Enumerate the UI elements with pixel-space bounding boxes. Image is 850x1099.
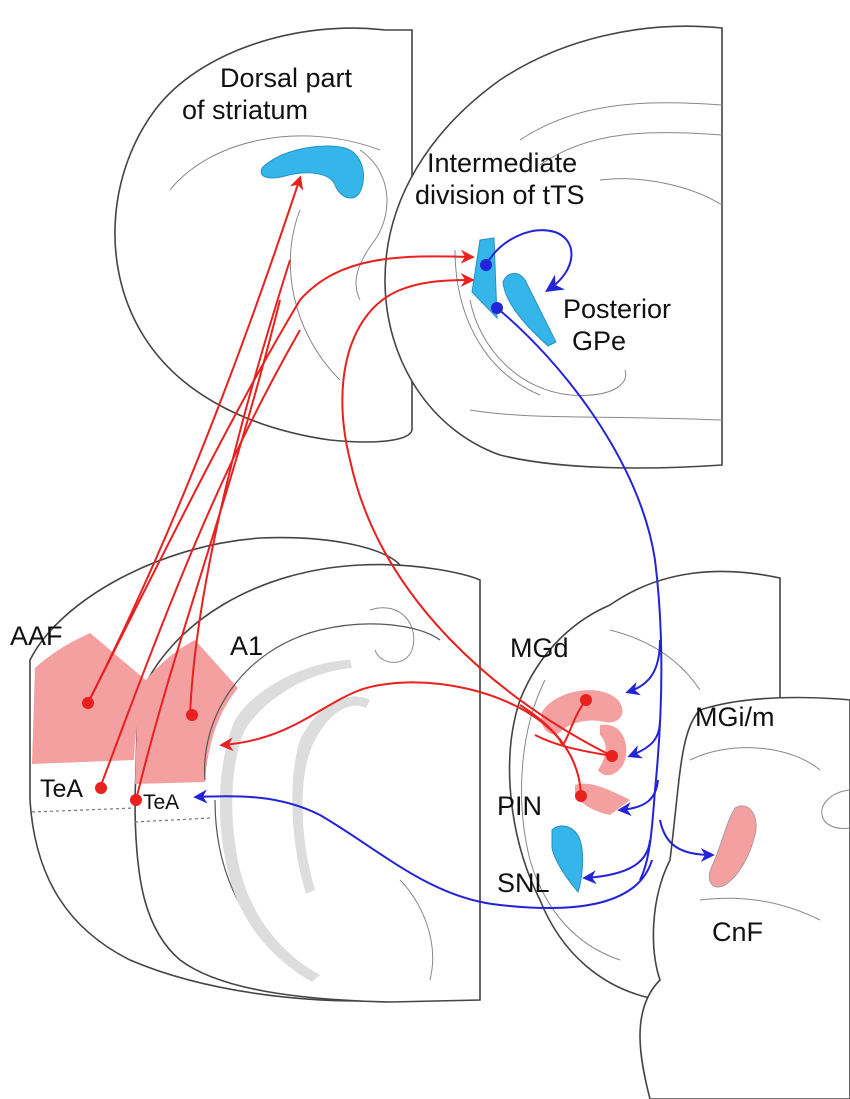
blue-path-gpe-main [496, 307, 663, 881]
a1-region [135, 640, 238, 784]
label-dorsal-striatum-2: of striatum [182, 95, 308, 125]
red-path-tea-left-to-tts [99, 329, 301, 789]
section-cortex-front-outline [134, 563, 481, 1003]
blue-path-to-tea [193, 789, 653, 909]
red-path-aaf-to-tts [87, 249, 475, 704]
red-dot-aaf [82, 697, 94, 709]
section-striatum-outline [114, 27, 413, 443]
hippocampus-fiber-2 [292, 696, 370, 894]
section-tts-ventral-line [469, 409, 723, 421]
brainstem-inner-line [689, 747, 821, 771]
tea-right-boundary [134, 817, 211, 823]
blue-path-to-mgim [627, 719, 661, 759]
red-dot-mgim [606, 750, 618, 762]
dorsal-striatum-region [260, 145, 364, 199]
label-snl: SNL [497, 868, 550, 898]
blue-dot-tts [480, 259, 492, 271]
section-striatum-callosum [169, 135, 381, 191]
red-dot-tea-left [95, 782, 107, 794]
section-striatum-ventricle [355, 149, 388, 301]
red-path-mgim-branch [534, 734, 613, 757]
section-tts-inner-arc [469, 299, 627, 396]
label-a1: A1 [230, 631, 263, 661]
cnf-region [708, 805, 757, 888]
section-tts-outline [384, 25, 723, 469]
gpe-region [502, 273, 557, 347]
brainstem-lower-line [699, 897, 821, 921]
red-path-thalamus-to-tts [341, 273, 613, 757]
blue-projections [193, 229, 715, 909]
labels: Dorsal part of striatum Intermediate div… [10, 63, 774, 947]
tea-left-boundary [31, 807, 136, 813]
label-cnf: CnF [712, 917, 763, 947]
red-path-tea-right-to-tts [135, 299, 281, 801]
section-striatum-cortex-line [289, 209, 341, 381]
thalamus-inner-arc-2 [609, 629, 701, 691]
blue-path-to-pin [617, 779, 659, 817]
label-tts-2: division of tTS [415, 180, 585, 210]
section-tts-callosum-2 [539, 132, 723, 166]
label-mgim: MGi/m [695, 702, 774, 732]
label-dorsal-striatum-1: Dorsal part [220, 63, 353, 93]
snl-region [551, 825, 584, 894]
thalamus-inner-arc [521, 679, 621, 961]
label-tea-right: TeA [143, 791, 179, 814]
label-mgd: MGd [510, 633, 569, 663]
section-cortex [29, 536, 481, 1003]
label-pin: PIN [497, 791, 542, 821]
label-gpe-2: GPe [572, 326, 626, 356]
cortex-ventricle [369, 607, 415, 663]
red-dot-tea-right [130, 794, 142, 806]
section-tts [384, 25, 723, 469]
red-projections [82, 175, 618, 806]
pin-region [575, 783, 630, 815]
section-tts-callosum [519, 102, 723, 141]
cortex-white-matter [203, 623, 441, 781]
label-gpe-1: Posterior [563, 294, 671, 324]
blue-path-to-snl [582, 839, 651, 885]
red-dot-pin [575, 790, 587, 802]
label-aaf: AAF [10, 621, 63, 651]
blue-path-to-mgd [625, 639, 661, 696]
section-striatum [114, 27, 413, 443]
mgd-region [541, 690, 623, 735]
red-dot-mgd [580, 694, 592, 706]
section-brainstem [639, 696, 850, 1099]
brainstem-aqueduct [821, 789, 850, 829]
section-brainstem-outline [639, 696, 850, 1099]
blue-path-tts-to-gpe [485, 229, 573, 292]
blue-path-to-cnf [659, 819, 715, 862]
mgim-region [598, 724, 627, 776]
section-tts-ventricle [599, 178, 723, 206]
red-dot-a1 [186, 709, 198, 721]
label-tts-1: Intermediate [427, 148, 577, 178]
cortex-inner-line [399, 879, 434, 981]
label-tea-left: TeA [40, 775, 83, 803]
blue-dot-gpe [491, 302, 503, 314]
red-path-mgd-to-a1 [219, 681, 587, 752]
section-tts-inner-arc-2 [454, 249, 541, 396]
